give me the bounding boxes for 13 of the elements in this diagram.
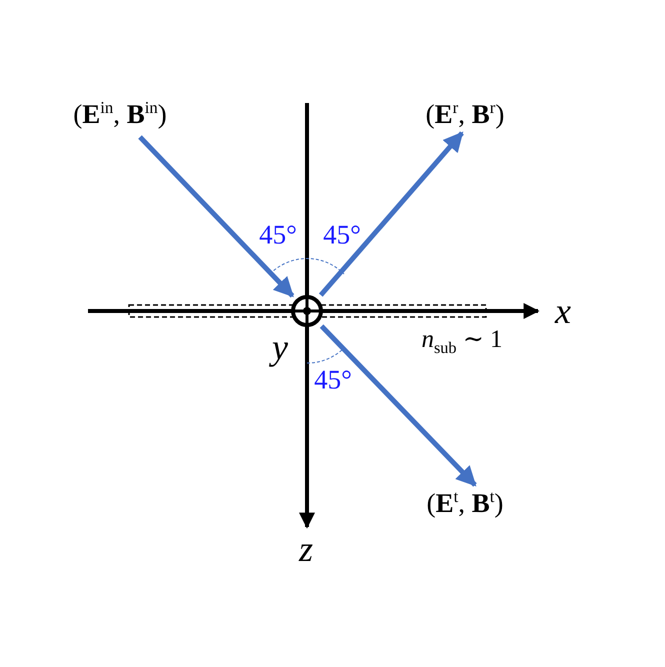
wave-arrow (320, 324, 477, 487)
field-label: (E$^{r}$, B$^{r}$) (426, 98, 504, 130)
field-label: (E$^{t}$, B$^{t}$) (426, 487, 504, 519)
field-label: (E$^{in}$, B$^{in}$) (73, 98, 167, 130)
out-of-plane-symbol (290, 294, 324, 328)
angle-label: 45° (323, 220, 361, 250)
wave-arrow (138, 135, 294, 298)
axis-label: x (555, 290, 571, 332)
refractive-index-label: n$_{sub}$ ∼ 1 (421, 325, 503, 358)
angle-label: 45° (314, 364, 352, 396)
wave-arrow (318, 131, 464, 297)
angle-label: 45° (259, 220, 297, 250)
axis-label: z (299, 528, 313, 570)
